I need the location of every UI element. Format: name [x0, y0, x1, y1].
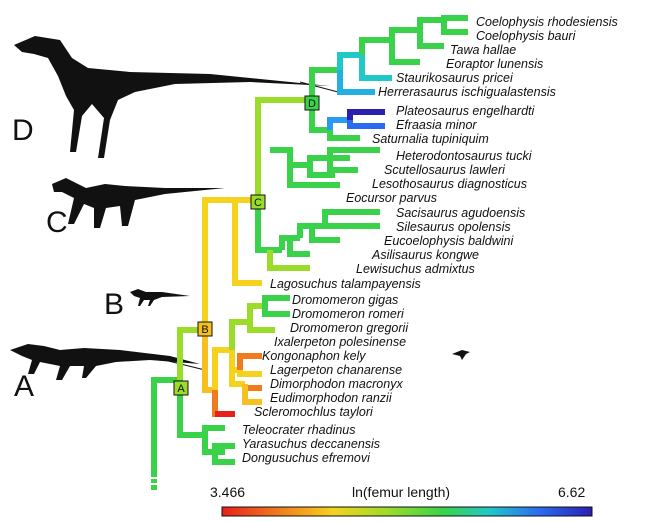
- taxon-label: Sacisaurus agudoensis: [396, 206, 525, 220]
- node-b-label: B: [201, 324, 208, 336]
- scale-label: ln(femur length): [352, 484, 450, 500]
- taxon-label: Lagosuchus talampayensis: [270, 277, 421, 291]
- silhouette-letter-b: B: [104, 288, 124, 321]
- node-a: A: [174, 381, 188, 395]
- taxon-label: Eucoelophysis baldwini: [384, 234, 514, 248]
- taxon-label: Ixalerpeton polesinense: [274, 335, 406, 349]
- node-b: B: [198, 322, 212, 336]
- pterosaur-silhouette-icon: [452, 350, 470, 360]
- silhouette-letter-c: C: [46, 206, 68, 239]
- taxon-label: Dromomeron gregorii: [290, 321, 409, 335]
- taxon-label: Eudimorphodon ranzii: [270, 391, 393, 405]
- taxon-label: Plateosaurus engelhardti: [396, 104, 536, 118]
- node-c-label: C: [254, 197, 262, 209]
- color-scale: 3.466 ln(femur length) 6.62: [210, 484, 592, 516]
- taxon-label: Dongusuchus efremovi: [242, 451, 371, 465]
- taxon-label: Staurikosaurus pricei: [396, 71, 514, 85]
- taxon-label: Saturnalia tupiniquim: [372, 132, 489, 146]
- node-a-label: A: [177, 383, 185, 395]
- color-scale-bar: [222, 507, 592, 516]
- taxon-label: Dromomeron gigas: [292, 293, 398, 307]
- taxon-label: Lagerpeton chanarense: [270, 363, 402, 377]
- taxon-label: Efraasia minor: [396, 118, 477, 132]
- taxon-label: Coelophysis rhodesiensis: [476, 15, 618, 29]
- pointer-line-d: [300, 82, 338, 92]
- taxon-label: Teleocrater rhadinus: [242, 423, 356, 437]
- taxon-label: Lesothosaurus diagnosticus: [372, 177, 527, 191]
- node-d: D: [305, 96, 319, 110]
- node-c: C: [251, 195, 265, 209]
- taxon-label: Scutellosaurus lawleri: [384, 163, 506, 177]
- taxon-label: Lewisuchus admixtus: [356, 262, 475, 276]
- taxon-label: Tawa hallae: [450, 43, 516, 57]
- taxon-label: Herrerasaurus ischigualastensis: [378, 85, 556, 99]
- taxon-label: Yarasuchus deccanensis: [242, 437, 380, 451]
- taxon-label: Scleromochlus taylori: [254, 405, 374, 419]
- taxon-label: Kongonaphon kely: [262, 349, 366, 363]
- taxon-label: Dromomeron romeri: [292, 307, 405, 321]
- taxon-label: Asilisaurus kongwe: [371, 248, 479, 262]
- node-d-label: D: [308, 98, 316, 110]
- scale-max: 6.62: [558, 484, 585, 500]
- taxon-label: Dimorphodon macronyx: [270, 377, 403, 391]
- taxon-label: Eocursor parvus: [346, 191, 437, 205]
- silhouette-letter-d: D: [12, 114, 34, 147]
- taxon-label: Silesaurus opolensis: [396, 220, 511, 234]
- taxon-label: Coelophysis bauri: [476, 29, 577, 43]
- taxon-label: Heterodontosaurus tucki: [396, 149, 533, 163]
- silhouette-letter-a: A: [14, 370, 34, 403]
- scale-min: 3.466: [210, 484, 245, 500]
- taxon-label: Eoraptor lunensis: [446, 57, 543, 71]
- lagerpetid-silhouette-icon: [130, 289, 190, 306]
- sauropodomorph-silhouette-icon: [52, 178, 225, 228]
